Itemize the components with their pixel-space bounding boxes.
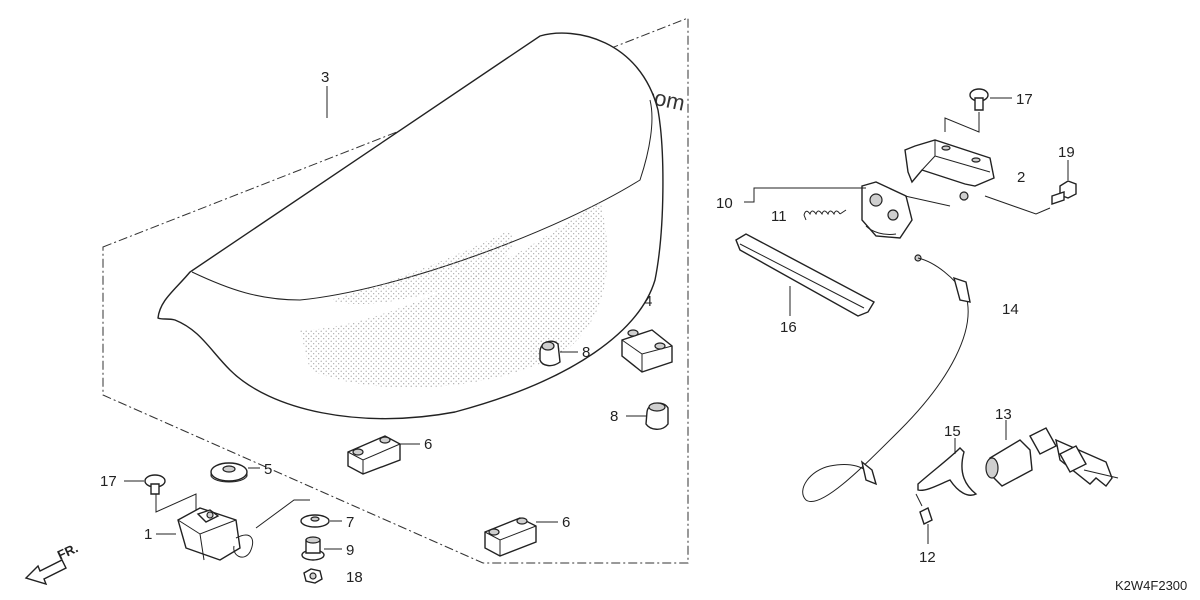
rubber-block-6-lower[interactable]	[484, 517, 537, 557]
release-rod-16[interactable]	[735, 233, 875, 317]
collar-9[interactable]	[301, 536, 325, 561]
callout-2: 2	[1017, 169, 1025, 186]
bolt-19[interactable]	[1051, 180, 1077, 205]
pin-12[interactable]	[915, 493, 933, 525]
rubber-block-6-upper[interactable]	[347, 435, 401, 475]
callout-1: 1	[144, 526, 152, 543]
callout-16: 16	[780, 319, 797, 336]
seat-part[interactable]	[157, 32, 664, 420]
washer-7[interactable]	[300, 514, 330, 528]
callout-9: 9	[346, 542, 354, 559]
seat-lock-10[interactable]	[861, 181, 951, 239]
callout-8a: 8	[582, 344, 590, 361]
diagram-code: K2W4F2300	[1115, 578, 1187, 593]
lever-15[interactable]	[917, 447, 978, 496]
callout-15: 15	[944, 423, 961, 440]
callout-13: 13	[995, 406, 1012, 423]
callout-6a: 6	[424, 436, 432, 453]
bracket-lines-7	[255, 499, 310, 529]
callout-7: 7	[346, 514, 354, 531]
callout-17a: 17	[100, 473, 117, 490]
bracket-lines-17	[944, 112, 980, 133]
rubber-block-4[interactable]	[621, 329, 673, 373]
screw-17-right[interactable]	[969, 88, 989, 111]
callout-17b: 17	[1016, 91, 1033, 108]
key-set-13[interactable]	[985, 427, 1119, 487]
leader-2	[984, 195, 1051, 215]
callout-4: 4	[644, 293, 652, 310]
bracket-lines-1	[155, 493, 197, 513]
callout-3: 3	[321, 69, 329, 86]
callout-5: 5	[264, 461, 272, 478]
cushion-8-lower[interactable]	[645, 402, 669, 430]
svg-text:FR.: FR.	[55, 540, 80, 562]
bracket-2[interactable]	[904, 139, 995, 201]
callout-6b: 6	[562, 514, 570, 531]
leader-10	[744, 187, 866, 203]
grommet-5[interactable]	[210, 462, 248, 483]
callout-14: 14	[1002, 301, 1019, 318]
nut-18[interactable]	[303, 568, 323, 584]
release-cable-14[interactable]	[802, 254, 971, 502]
callout-8b: 8	[610, 408, 618, 425]
front-direction-arrow: FR.	[24, 540, 80, 586]
seat-catch-1[interactable]	[177, 507, 254, 561]
callout-19: 19	[1058, 144, 1075, 161]
callout-11: 11	[771, 208, 787, 225]
spring-11[interactable]	[803, 209, 847, 221]
callout-12: 12	[919, 549, 936, 566]
cushion-8-upper[interactable]	[539, 340, 561, 367]
screw-17-left[interactable]	[144, 474, 166, 495]
callout-18: 18	[346, 569, 363, 586]
callout-10: 10	[716, 195, 733, 212]
